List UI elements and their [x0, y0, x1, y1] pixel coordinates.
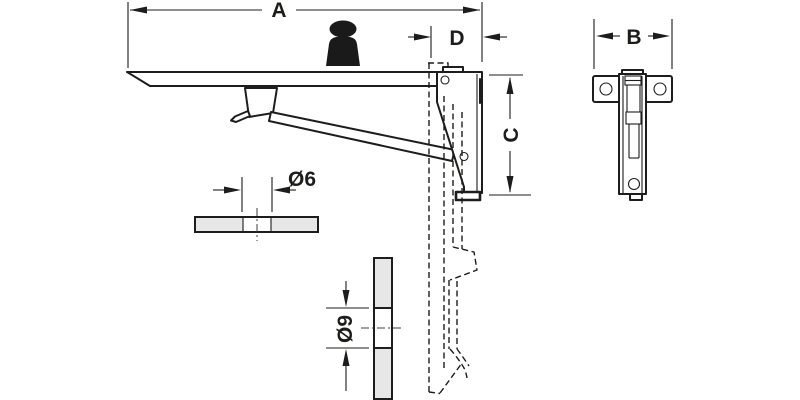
- dimension-hole-9: Ø9: [326, 281, 369, 391]
- dimension-b-label: B: [626, 26, 641, 49]
- dimension-b: B: [593, 19, 673, 69]
- folded-position-outline: [428, 62, 478, 395]
- dimension-a-label: A: [271, 0, 286, 22]
- dimension-a: A: [127, 0, 483, 68]
- dimension-c: C: [489, 74, 531, 196]
- pivot-hole: [440, 75, 450, 85]
- weight-icon: [326, 20, 360, 66]
- dimension-d-label: D: [449, 27, 464, 50]
- mount-hole-left: [599, 82, 613, 96]
- dimension-d: D: [408, 26, 507, 58]
- front-view: [592, 69, 673, 201]
- plate-screw-hole: [459, 151, 469, 162]
- mount-hole-right: [653, 82, 667, 96]
- hole-diameter-9-label: Ø9: [334, 315, 357, 343]
- dimension-c-label: C: [500, 127, 523, 142]
- washer-top-view: [194, 208, 319, 241]
- shelf-board: [126, 71, 464, 87]
- channel-foot-tab: [629, 193, 643, 201]
- dimension-hole-6: Ø6: [213, 168, 316, 212]
- wall-plate-foot: [454, 190, 482, 202]
- support-arm: [268, 111, 456, 162]
- washer-side-view: [361, 257, 401, 400]
- side-view: [126, 66, 483, 202]
- release-lever: [230, 110, 251, 123]
- shelf-flange: [442, 66, 464, 73]
- channel-screw-hole: [627, 177, 641, 191]
- folded-arm-block: [625, 111, 642, 125]
- hole-diameter-6-label: Ø6: [288, 168, 316, 191]
